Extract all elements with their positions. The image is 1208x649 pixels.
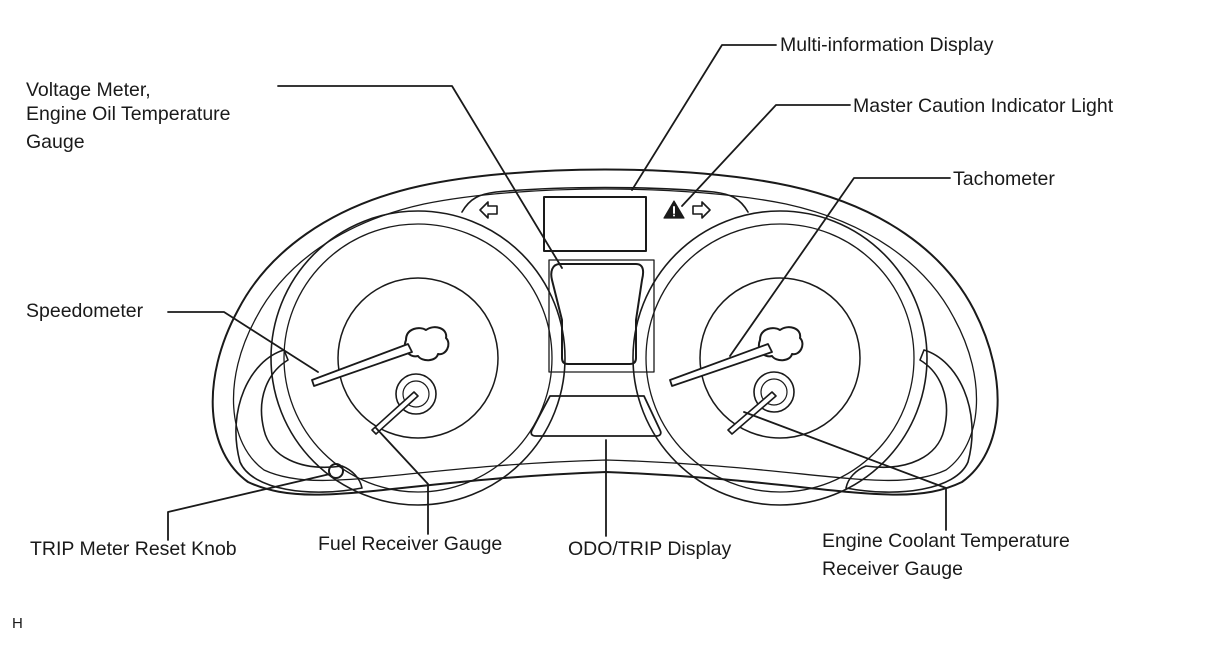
- label-fuel-gauge: Fuel Receiver Gauge: [318, 533, 503, 555]
- corner-mark: H: [12, 615, 23, 632]
- leader-multi-info: [631, 44, 777, 191]
- label-voltage-meter-line1: Voltage Meter,: [26, 79, 151, 101]
- leader-fuel: [375, 427, 429, 535]
- coolant-gauge-dial: [753, 371, 795, 413]
- left-side-pocket: [235, 349, 363, 493]
- odo-trip-display: [530, 395, 662, 437]
- coolant-gauge-needle: [727, 391, 777, 435]
- tachometer-outer-ring: [632, 210, 928, 506]
- leader-tachometer: [729, 177, 951, 357]
- leader-speedometer: [167, 311, 319, 373]
- multi-information-display: [543, 196, 647, 252]
- label-tachometer: Tachometer: [953, 168, 1055, 190]
- leader-coolant: [743, 411, 947, 531]
- center-panel-frame: [548, 259, 655, 373]
- leader-lines: [167, 44, 951, 541]
- coolant-gauge-hub: [760, 378, 788, 406]
- tachometer-hub: [758, 326, 804, 362]
- tachometer-ring: [645, 223, 915, 493]
- indicator-strip: [461, 186, 749, 213]
- leader-master-caution: [681, 104, 851, 207]
- label-voltage-meter-line3: Gauge: [26, 131, 85, 153]
- label-speedometer: Speedometer: [26, 300, 144, 322]
- fuel-gauge-hub: [402, 380, 430, 408]
- voltage-oil-gauge-window: [550, 263, 645, 365]
- arrow-right-icon: [692, 201, 711, 219]
- warning-exclaim-dot: [673, 214, 675, 217]
- leader-voltage: [277, 85, 563, 269]
- leader-trip-knob: [167, 473, 331, 541]
- label-multi-information-display: Multi-information Display: [780, 34, 994, 56]
- arrow-left-icon: [479, 201, 498, 219]
- speedometer-needle: [311, 343, 413, 387]
- tachometer-face: [699, 277, 861, 439]
- fuel-gauge-dial: [395, 373, 437, 415]
- trip-reset-knob: [328, 463, 344, 479]
- speedometer-ring: [283, 223, 553, 493]
- label-coolant-gauge-line2: Receiver Gauge: [822, 558, 963, 580]
- fuel-gauge-needle: [371, 391, 419, 435]
- label-master-caution: Master Caution Indicator Light: [853, 95, 1114, 117]
- label-odo-trip-display: ODO/TRIP Display: [568, 538, 732, 560]
- tachometer-needle: [669, 343, 773, 387]
- label-voltage-meter-line2: Engine Oil Temperature: [26, 103, 231, 125]
- label-coolant-gauge-line1: Engine Coolant Temperature: [822, 530, 1070, 552]
- speedometer-outer-ring: [270, 210, 566, 506]
- speedometer-face: [337, 277, 499, 439]
- speedometer-hub: [404, 326, 450, 362]
- label-trip-reset-knob: TRIP Meter Reset Knob: [30, 538, 237, 560]
- right-side-pocket: [845, 349, 973, 493]
